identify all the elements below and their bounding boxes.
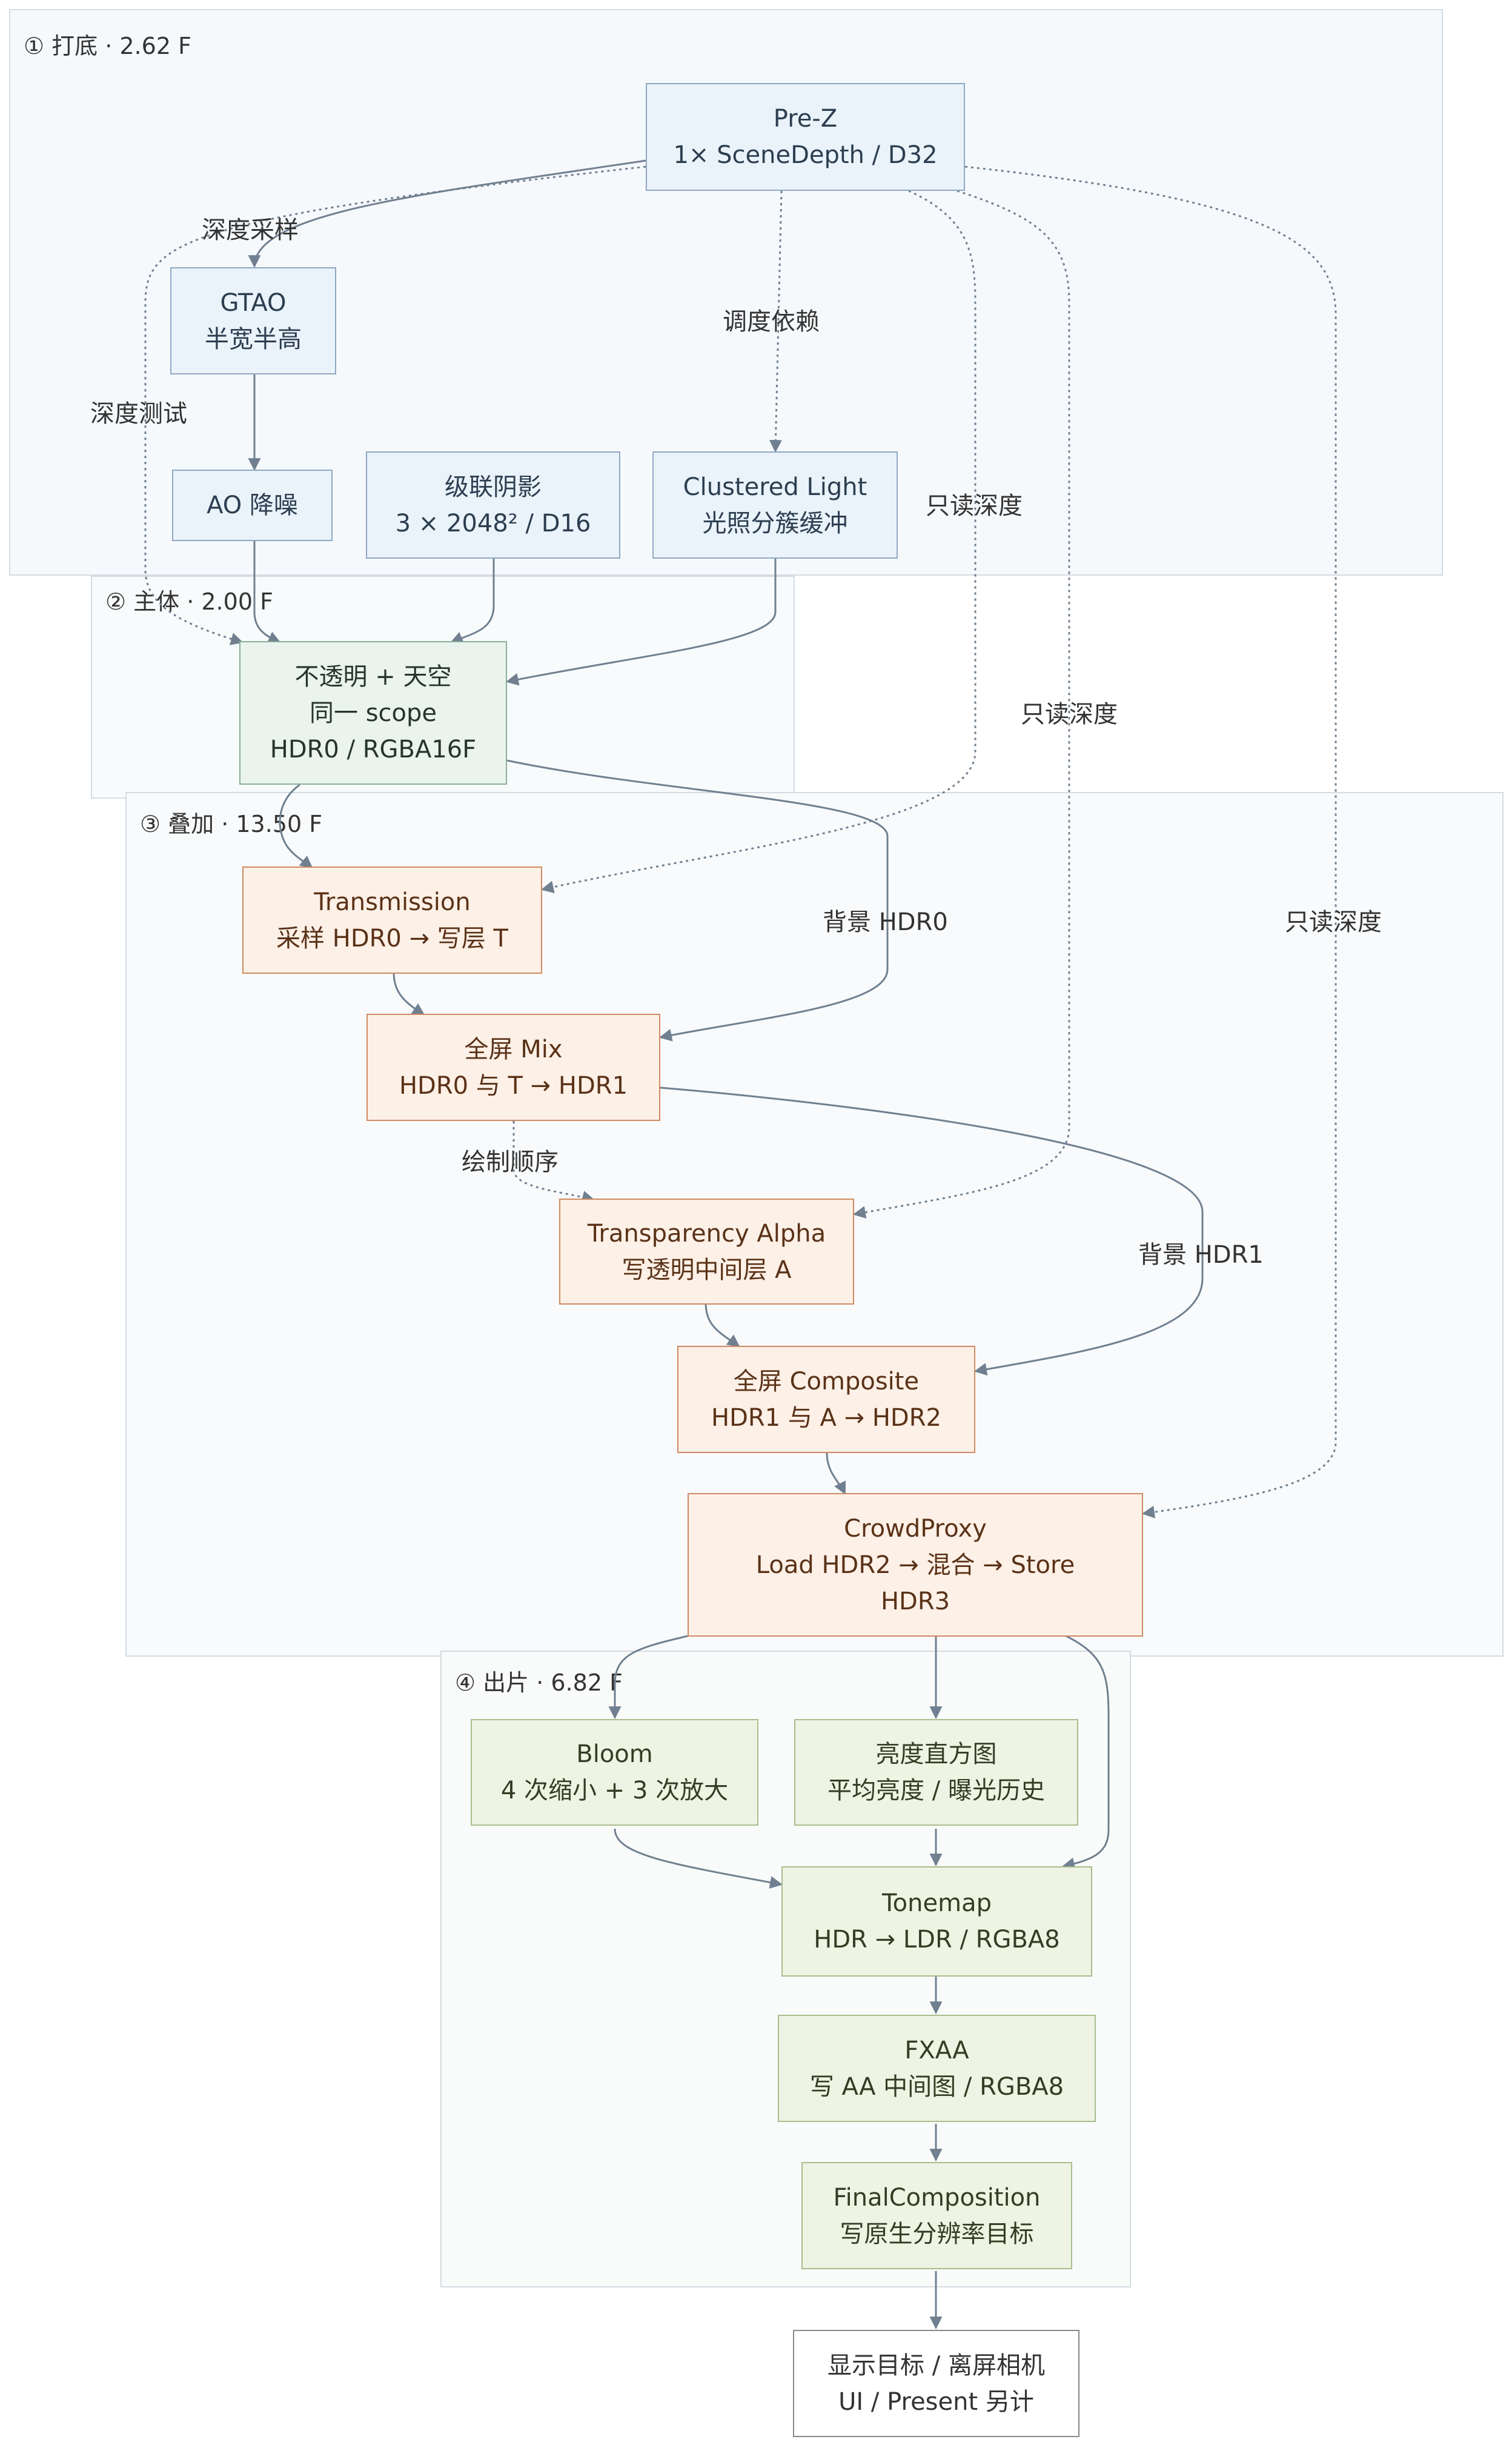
node-opaque-sky[interactable]: 不透明 + 天空 同一 scope HDR0 / RGBA16F bbox=[239, 641, 507, 785]
node-bloom[interactable]: Bloom 4 次缩小 + 3 次放大 bbox=[471, 1719, 758, 1826]
edge-prez-opaque bbox=[144, 165, 646, 645]
node-label: HDR1 与 A → HDR2 bbox=[711, 1403, 941, 1432]
node-label: 亮度直方图 bbox=[875, 1740, 997, 1768]
edge-label-readonly-depth: 只读深度 bbox=[926, 492, 1023, 520]
edge-label-background-hdr1: 背景 HDR1 bbox=[1138, 1241, 1264, 1269]
edge-label-draw-order: 绘制顺序 bbox=[462, 1148, 559, 1176]
node-label: FXAA bbox=[904, 2036, 969, 2064]
edge-label-depth-test: 深度测试 bbox=[90, 400, 187, 428]
node-label: Transparency Alpha bbox=[587, 1219, 826, 1248]
node-label: Pre-Z bbox=[773, 105, 838, 133]
node-label: 写透明中间层 A bbox=[622, 1256, 792, 1284]
group-title: ④ 出片 · 6.82 F bbox=[455, 1669, 623, 1696]
node-label: Bloom bbox=[576, 1740, 653, 1768]
edge-prez-gtao bbox=[248, 159, 646, 268]
node-prez[interactable]: Pre-Z 1× SceneDepth / D32 bbox=[646, 83, 965, 191]
edge-composite-crowd bbox=[826, 1452, 846, 1495]
edge-opaque-transmission bbox=[279, 783, 313, 869]
node-csm[interactable]: 级联阴影 3 × 2048² / D16 bbox=[366, 451, 620, 559]
edge-ao-opaque bbox=[253, 541, 281, 644]
node-transparency-alpha[interactable]: Transparency Alpha 写透明中间层 A bbox=[559, 1199, 854, 1305]
node-transmission[interactable]: Transmission 采样 HDR0 → 写层 T bbox=[242, 866, 542, 974]
node-label: HDR0 与 T → HDR1 bbox=[399, 1071, 628, 1100]
node-label: CrowdProxy bbox=[844, 1514, 987, 1543]
node-display-target[interactable]: 显示目标 / 离屏相机 UI / Present 另计 bbox=[793, 2330, 1079, 2437]
edge-crowd-tonemap bbox=[1061, 1635, 1110, 1871]
edge-label-background-hdr0: 背景 HDR0 bbox=[823, 908, 948, 936]
node-label: FinalComposition bbox=[833, 2183, 1041, 2212]
edge-crowd-bloom bbox=[608, 1635, 688, 1720]
node-clustered-light[interactable]: Clustered Light 光照分簇缓冲 bbox=[652, 451, 898, 559]
node-label: Tonemap bbox=[882, 1889, 992, 1917]
node-label: 同一 scope bbox=[309, 699, 437, 727]
node-label: 全屏 Composite bbox=[733, 1367, 920, 1395]
node-label: 1× SceneDepth / D32 bbox=[673, 141, 938, 169]
edge-label-depth-sample: 深度采样 bbox=[202, 216, 299, 244]
node-label: 全屏 Mix bbox=[464, 1035, 563, 1063]
node-label: Transmission bbox=[314, 888, 471, 916]
node-label: HDR → LDR / RGBA8 bbox=[814, 1926, 1060, 1954]
edge-transmission-mix bbox=[393, 972, 425, 1016]
node-label: 级联阴影 bbox=[445, 473, 542, 501]
node-label: UI / Present 另计 bbox=[838, 2387, 1034, 2416]
node-label: Load HDR2 → 混合 → Store bbox=[755, 1551, 1075, 1579]
node-label: HDR3 bbox=[880, 1587, 950, 1615]
node-label: Clustered Light bbox=[683, 473, 867, 501]
edge-prez-transalpha bbox=[852, 190, 1070, 1219]
node-label: 显示目标 / 离屏相机 bbox=[827, 2351, 1045, 2380]
edge-clustered-opaque bbox=[505, 559, 777, 686]
node-final-composition[interactable]: FinalComposition 写原生分辨率目标 bbox=[801, 2162, 1072, 2269]
node-label: 不透明 + 天空 bbox=[294, 662, 452, 691]
edge-label-readonly-depth: 只读深度 bbox=[1021, 700, 1118, 728]
edge-label-schedule-dependency: 调度依赖 bbox=[723, 308, 820, 336]
node-tonemap[interactable]: Tonemap HDR → LDR / RGBA8 bbox=[781, 1866, 1092, 1977]
node-label: 写 AA 中间图 / RGBA8 bbox=[809, 2072, 1064, 2101]
node-label: 3 × 2048² / D16 bbox=[395, 509, 591, 537]
node-label: 4 次缩小 + 3 次放大 bbox=[500, 1777, 729, 1804]
node-label: 写原生分辨率目标 bbox=[840, 2220, 1034, 2248]
edge-prez-crowd bbox=[964, 165, 1337, 1518]
node-label: AO 降噪 bbox=[207, 491, 298, 519]
node-fullscreen-mix[interactable]: 全屏 Mix HDR0 与 T → HDR1 bbox=[366, 1014, 660, 1121]
node-ao-denoise[interactable]: AO 降噪 bbox=[172, 470, 333, 541]
group-title: ② 主体 · 2.00 F bbox=[105, 588, 273, 615]
edge-label-readonly-depth: 只读深度 bbox=[1285, 908, 1382, 936]
node-label: HDR0 / RGBA16F bbox=[270, 735, 477, 763]
edge-mix-transalpha bbox=[512, 1121, 595, 1203]
node-label: GTAO bbox=[220, 288, 287, 317]
edge-csm-opaque bbox=[450, 557, 495, 644]
node-label: 平均亮度 / 曝光历史 bbox=[827, 1777, 1045, 1804]
node-label: 采样 HDR0 → 写层 T bbox=[276, 924, 508, 953]
node-label: 半宽半高 bbox=[205, 325, 302, 353]
edge-prez-clustered bbox=[769, 190, 783, 453]
edge-opaque-mix bbox=[506, 759, 889, 1042]
node-fxaa[interactable]: FXAA 写 AA 中间图 / RGBA8 bbox=[778, 2015, 1096, 2122]
edge-bloom-tonemap bbox=[614, 1828, 783, 1889]
node-luminance-histogram[interactable]: 亮度直方图 平均亮度 / 曝光历史 bbox=[794, 1719, 1078, 1826]
edge-mix-composite bbox=[660, 1086, 1204, 1376]
node-crowdproxy[interactable]: CrowdProxy Load HDR2 → 混合 → Store HDR3 bbox=[688, 1493, 1143, 1637]
node-gtao[interactable]: GTAO 半宽半高 bbox=[170, 267, 336, 374]
group-title: ① 打底 · 2.62 F bbox=[24, 33, 191, 59]
node-fullscreen-composite[interactable]: 全屏 Composite HDR1 与 A → HDR2 bbox=[677, 1346, 975, 1453]
edge-prez-transmission bbox=[540, 190, 976, 894]
edge-transalpha-composite bbox=[705, 1302, 740, 1348]
node-label: 光照分簇缓冲 bbox=[702, 509, 848, 537]
group-title: ③ 叠加 · 13.50 F bbox=[140, 811, 323, 837]
